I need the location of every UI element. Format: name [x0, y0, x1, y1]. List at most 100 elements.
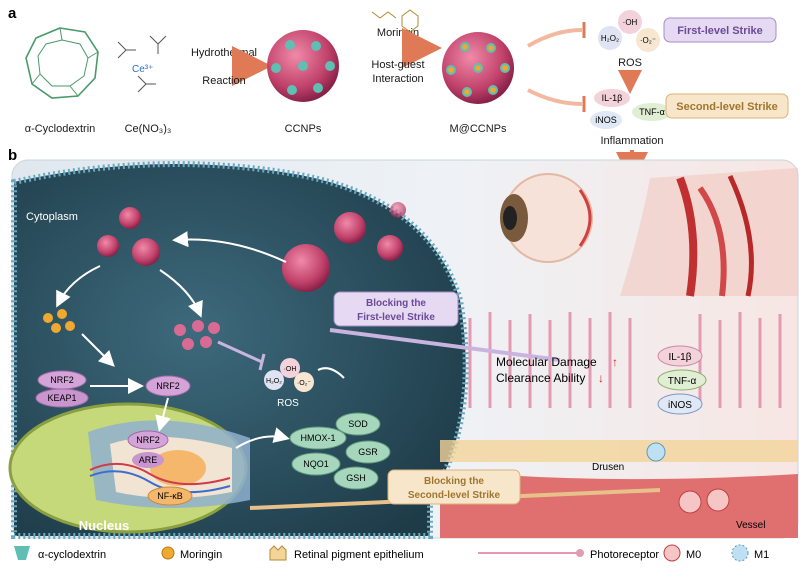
cerium-ion-label: Ce³⁺	[132, 64, 153, 75]
nfkb-label: NF-κB	[157, 491, 183, 501]
clearance-down-arrow: ↓	[598, 371, 604, 385]
ros-oh-a: ·OH	[623, 18, 638, 27]
damage-line1: Molecular Damage	[496, 355, 597, 369]
enzyme-nqo1: NQO1	[303, 459, 329, 469]
cerium-nitrate-label: Ce(NO₃)₃	[125, 123, 172, 135]
internalized-nanoparticles	[97, 202, 406, 292]
nfkb-complex	[147, 486, 193, 506]
nrf2-nuclear-entry-arrow	[155, 397, 171, 432]
ccnps-particle	[267, 30, 339, 102]
first-strike-box	[663, 17, 777, 43]
cyclodextrin-structure	[25, 27, 99, 99]
legend-moringin: Moringin	[180, 549, 222, 561]
moringin-release-arrow	[56, 265, 101, 308]
second-strike-box	[665, 93, 789, 119]
second-strike-label: Second-level Strike	[676, 101, 778, 113]
ceria-particles	[174, 320, 220, 350]
ros-o2-a: ·O₂⁻	[640, 36, 656, 45]
panel-a-letter: a	[8, 5, 17, 22]
nuclear-nrf2	[127, 430, 169, 450]
nrf2-label-free: NRF2	[156, 381, 180, 391]
ros-label-a: ROS	[618, 57, 642, 69]
moringin-to-keap1-arrow	[81, 333, 115, 367]
moringin-structure	[371, 9, 419, 33]
block-first-line2: First-level Strike	[357, 312, 435, 323]
damage-line2: Clearance Ability	[496, 371, 585, 385]
step1-line1: Hydrothermal	[191, 47, 257, 59]
ros-h2o2-a: H₂O₂	[601, 34, 619, 43]
legend-rpe-icon	[269, 545, 287, 561]
enzyme-hmox1: HMOX-1	[300, 433, 335, 443]
panel-b-letter: b	[8, 147, 17, 164]
inos-a: iNOS	[595, 115, 617, 125]
free-nrf2	[145, 375, 191, 397]
retina-closeup	[620, 168, 798, 297]
inflammation-cluster-a	[590, 89, 672, 129]
ros-label-b: ROS	[277, 398, 299, 409]
legend-moringin-icon	[161, 546, 175, 560]
enzyme-to-ros-inhibit	[317, 367, 345, 379]
cytoplasm-label: Cytoplasm	[26, 211, 78, 223]
legend-rpe: Retinal pigment epithelium	[294, 549, 424, 561]
il1b-a: IL-1β	[602, 93, 623, 103]
eye-illustration	[500, 173, 593, 263]
first-strike-inhibit-arrow	[526, 28, 583, 48]
enzyme-sod: SOD	[348, 419, 368, 429]
block-second-line2: Second-level Strike	[408, 490, 501, 501]
legend-cyclodextrin-icon	[14, 546, 30, 560]
release-arrow	[172, 231, 287, 263]
block-second-line1: Blocking the	[424, 476, 484, 487]
legend: α-cyclodextrin Moringin Retinal pigment …	[14, 544, 769, 562]
legend-m1: M1	[754, 549, 769, 561]
nucleus	[8, 402, 250, 534]
ceria-to-ros-inhibit	[217, 340, 263, 364]
rpe-layer	[440, 440, 798, 462]
nrf2-label-complex: NRF2	[50, 375, 74, 385]
cytokine-inos: iNOS	[668, 400, 692, 411]
block-first-line	[329, 328, 561, 362]
ceria-inhibit-bar	[258, 353, 266, 371]
are-label: ARE	[139, 455, 158, 465]
cerium-release-arrow	[159, 269, 203, 318]
cytokine-cluster-b	[657, 345, 707, 415]
mccnps-label: M@CCNPs	[450, 123, 507, 135]
cytokine-tnfa: TNF-α	[668, 376, 697, 387]
vessel-cells	[678, 488, 730, 514]
block-second-box	[387, 469, 521, 505]
legend-m1-icon	[731, 544, 749, 562]
moringin-molecules	[43, 309, 75, 333]
drusen-label: Drusen	[592, 462, 624, 473]
transcription-arrow	[235, 427, 290, 449]
antioxidant-enzymes	[289, 412, 391, 490]
ccnps-label: CCNPs	[285, 123, 322, 135]
are-element	[132, 452, 164, 468]
ros-h2o2-b: H₂O₂	[266, 378, 282, 385]
first-strike-label: First-level Strike	[677, 25, 763, 37]
dna-strand-2	[89, 470, 231, 494]
vessel-label: Vessel	[736, 520, 765, 531]
nucleus-label: Nucleus	[79, 518, 130, 533]
block-first-line1: Blocking the	[366, 298, 426, 309]
cytokine-il1b: IL-1β	[669, 352, 692, 363]
cerium-nitrate-structure	[117, 35, 167, 93]
keap1-label: KEAP1	[47, 393, 76, 403]
inflammation-label: Inflammation	[601, 135, 664, 147]
microglia-m1	[646, 442, 666, 462]
ros-o2-b: ·O₂⁻	[297, 380, 311, 387]
tnfa-a: TNF-α	[639, 107, 665, 117]
step2-line3: Interaction	[372, 73, 423, 85]
enzyme-gsr: GSR	[358, 447, 378, 457]
photoreceptor-layer	[468, 312, 782, 408]
step2-line1: Moringin	[377, 27, 419, 39]
legend-m0-icon	[663, 544, 681, 562]
ros-cluster-b	[264, 358, 314, 392]
step1-line2: Reaction	[202, 75, 245, 87]
choroid-layer	[440, 470, 798, 538]
enzyme-gsh: GSH	[346, 473, 366, 483]
step2-line2: Host-guest	[371, 59, 424, 71]
damage-up-arrow: ↑	[612, 355, 618, 369]
nrf2-label-nuclear: NRF2	[136, 435, 160, 445]
cyclodextrin-label: α-Cyclodextrin	[25, 123, 96, 135]
legend-cyclodextrin: α-cyclodextrin	[38, 549, 106, 561]
